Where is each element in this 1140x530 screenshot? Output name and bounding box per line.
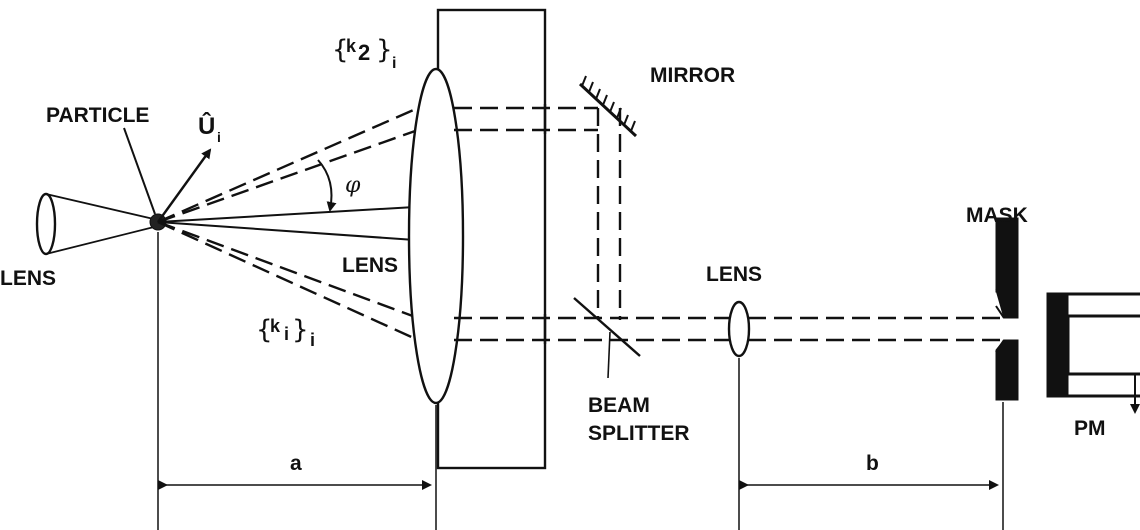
- svg-text:i: i: [392, 55, 396, 72]
- center-lens-shape: [407, 67, 465, 405]
- pm-face: [1047, 293, 1069, 397]
- left-lens-shape: [35, 192, 57, 256]
- mirror-hatch: [581, 75, 636, 132]
- mirror-surface: [578, 82, 638, 138]
- left-cone-bottom: [45, 225, 159, 255]
- pm-label: PM: [1074, 417, 1106, 440]
- svg-text:k: k: [270, 316, 281, 336]
- svg-text:Û: Û: [198, 112, 215, 140]
- k2-set-label: { k 2 } i: [332, 35, 396, 72]
- svg-text:2: 2: [358, 40, 370, 65]
- dimension-a-label: a: [290, 452, 302, 475]
- mask-upper: [995, 289, 1019, 319]
- mask-lower: [995, 339, 1019, 401]
- solid-ray-upper: [157, 206, 416, 223]
- angle-label: φ: [345, 173, 361, 198]
- particle-leader: [123, 127, 156, 215]
- solid-ray-lower: [157, 221, 416, 241]
- ki-set-label: { k i } i: [256, 315, 315, 350]
- svg-text:}: }: [376, 35, 393, 65]
- k2-ray-outer: [157, 106, 419, 224]
- svg-text:i: i: [217, 129, 221, 145]
- right-lens-shape: [727, 300, 751, 358]
- k2-ray-inner: [157, 128, 419, 224]
- right-lens-label: LENS: [706, 263, 762, 286]
- beam-splitter-plate: [573, 297, 641, 357]
- unit-vector-arrow: [157, 148, 212, 223]
- beam-splitter-label-line2: SPLITTER: [588, 422, 690, 445]
- svg-text:{: {: [256, 315, 273, 345]
- svg-text:i: i: [284, 324, 289, 344]
- ki-ray-outer: [157, 220, 419, 342]
- mask-label: MASK: [966, 204, 1028, 227]
- dimension-b-label: b: [866, 452, 879, 475]
- ki-ray-inner: [157, 220, 419, 320]
- mirror-label: MIRROR: [650, 64, 735, 87]
- svg-text:k: k: [346, 36, 357, 56]
- particle-label: PARTICLE: [46, 104, 149, 127]
- center-lens-label: LENS: [342, 254, 398, 277]
- unit-vector-label: Û i: [198, 112, 221, 145]
- svg-text:{: {: [332, 35, 349, 65]
- svg-text:i: i: [310, 330, 315, 350]
- left-cone-top: [45, 193, 159, 221]
- svg-text:}: }: [292, 315, 309, 345]
- beam-splitter-leader: [607, 331, 611, 379]
- angle-arc: [317, 159, 337, 212]
- left-lens-label: LENS: [0, 267, 56, 290]
- beam-splitter-label-line1: BEAM: [588, 394, 650, 417]
